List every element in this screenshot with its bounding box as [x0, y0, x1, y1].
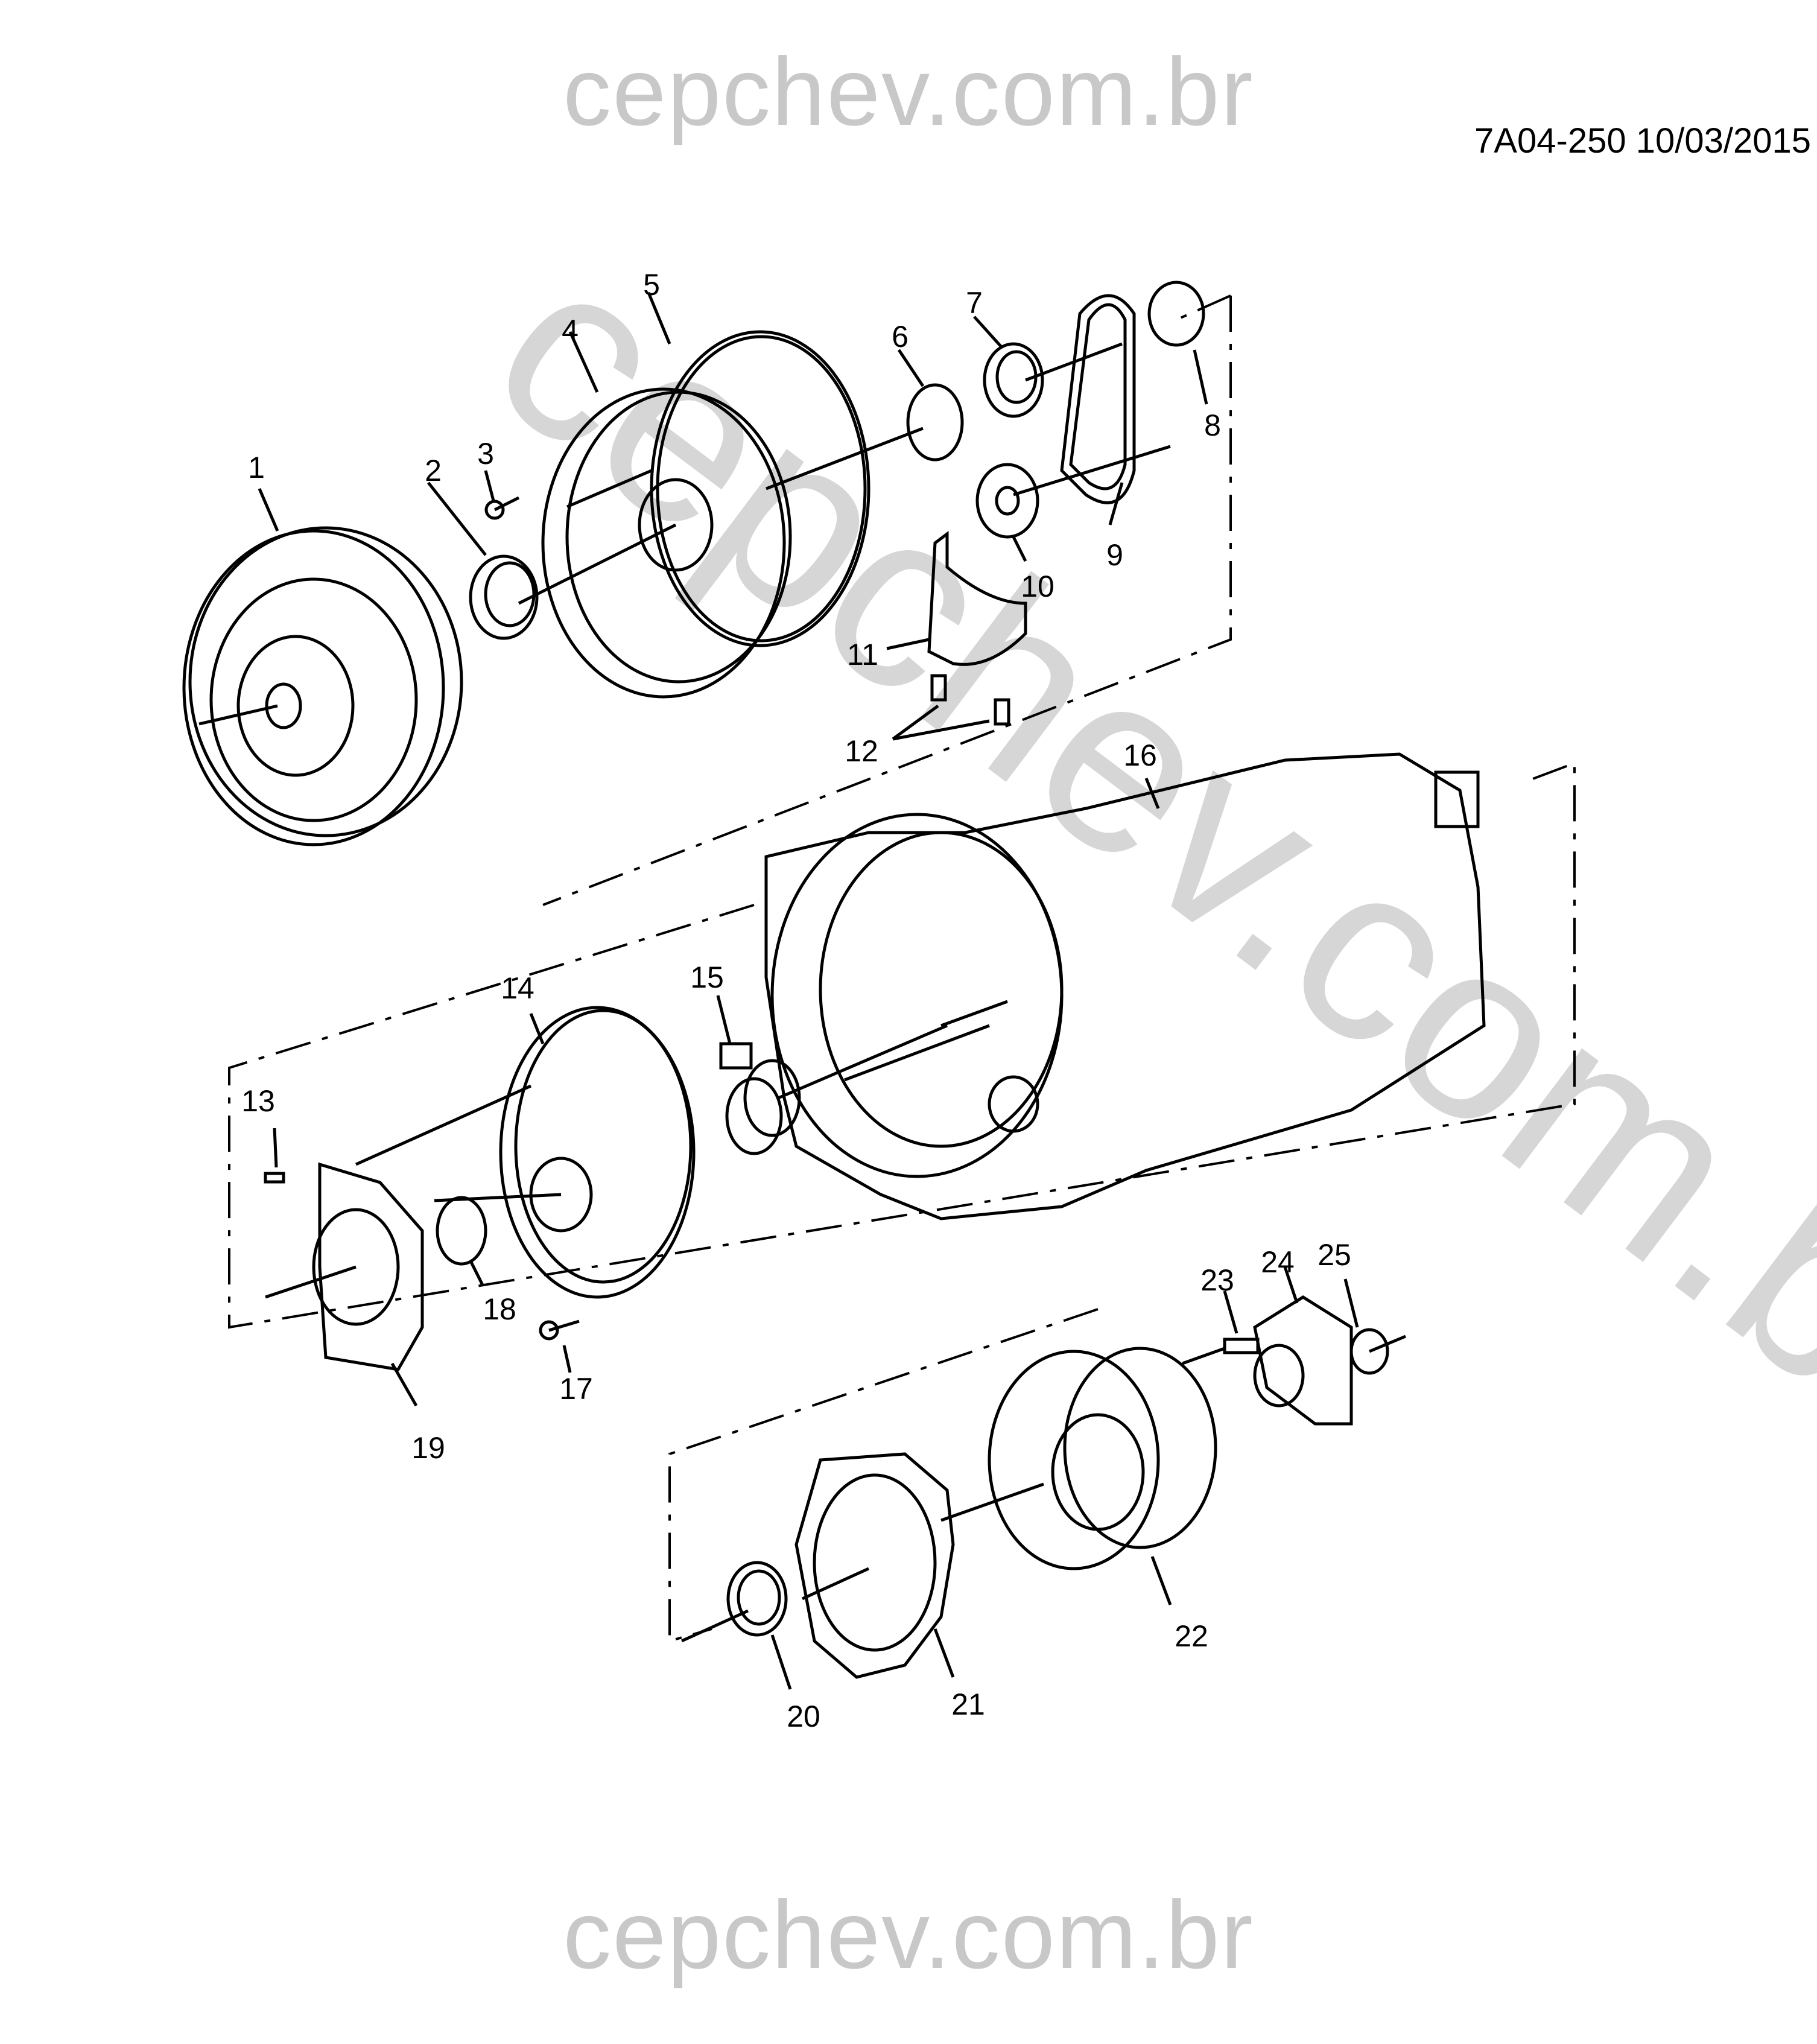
callout-6: 6 — [892, 320, 908, 354]
callout-24: 24 — [1261, 1245, 1295, 1279]
gasket-part-19 — [265, 1084, 532, 1407]
callout-20: 20 — [787, 1700, 820, 1733]
cover-part-4 — [518, 331, 792, 699]
callout-11: 11 — [847, 638, 878, 671]
bushing-part-15 — [716, 995, 948, 1155]
reference-code: 7A04-250 10/03/2015 — [1474, 121, 1811, 160]
callout-14: 14 — [501, 971, 534, 1005]
callout-23: 23 — [1200, 1263, 1234, 1297]
gasket-part-21 — [794, 1452, 955, 1679]
group-box-lower — [668, 1308, 1099, 1643]
callout-9: 9 — [1106, 538, 1123, 572]
callout-25: 25 — [1318, 1238, 1351, 1272]
seal-ring-part-18 — [436, 1196, 487, 1286]
oil-pump-part-14 — [434, 1006, 696, 1299]
callout-2: 2 — [425, 454, 442, 487]
group-box-upper — [542, 294, 1232, 906]
torque-converter-part-1 — [182, 488, 463, 846]
callout-7: 7 — [966, 286, 983, 320]
thrust-washer-part-20 — [680, 1561, 792, 1690]
washer-part-25 — [1343, 1278, 1406, 1375]
callout-16: 16 — [1123, 738, 1157, 772]
pin-part-13 — [264, 1128, 285, 1184]
flange-part-24 — [1253, 1266, 1353, 1426]
bolt-part-23 — [1182, 1290, 1260, 1365]
sprocket-part-10 — [975, 463, 1039, 562]
callout-15: 15 — [690, 960, 724, 994]
callout-3: 3 — [477, 437, 494, 471]
callout-19: 19 — [411, 1431, 445, 1465]
callout-8: 8 — [1204, 408, 1221, 442]
clutch-housing-part-22 — [940, 1347, 1217, 1605]
callout-10: 10 — [1021, 570, 1054, 603]
bolt-part-17 — [539, 1319, 580, 1373]
callout-4: 4 — [562, 314, 579, 348]
group-box-middle — [228, 761, 1576, 1329]
callout-12: 12 — [845, 734, 878, 768]
snap-ring-part-8 — [1147, 281, 1208, 405]
chain-part-9 — [1013, 294, 1171, 525]
watermark-top: cepchev.com.br — [563, 37, 1254, 145]
watermark-bottom: cepchev.com.br — [563, 1881, 1254, 1988]
callout-13: 13 — [241, 1084, 275, 1118]
o-ring-part-5 — [647, 292, 924, 647]
callout-22: 22 — [1175, 1619, 1208, 1653]
bolt-part-3 — [484, 470, 520, 520]
bearing-part-7 — [973, 316, 1123, 418]
bolts-part-12 — [892, 674, 1010, 741]
seal-part-2 — [427, 481, 539, 640]
callout-18: 18 — [483, 1292, 516, 1326]
callout-17: 17 — [559, 1372, 593, 1406]
callout-5: 5 — [643, 268, 660, 302]
guide-part-11 — [886, 531, 1027, 666]
callout-1: 1 — [248, 451, 265, 484]
snap-ring-part-6 — [897, 349, 964, 462]
transmission-case-part-16 — [764, 752, 1486, 1220]
callout-21: 21 — [951, 1687, 985, 1721]
